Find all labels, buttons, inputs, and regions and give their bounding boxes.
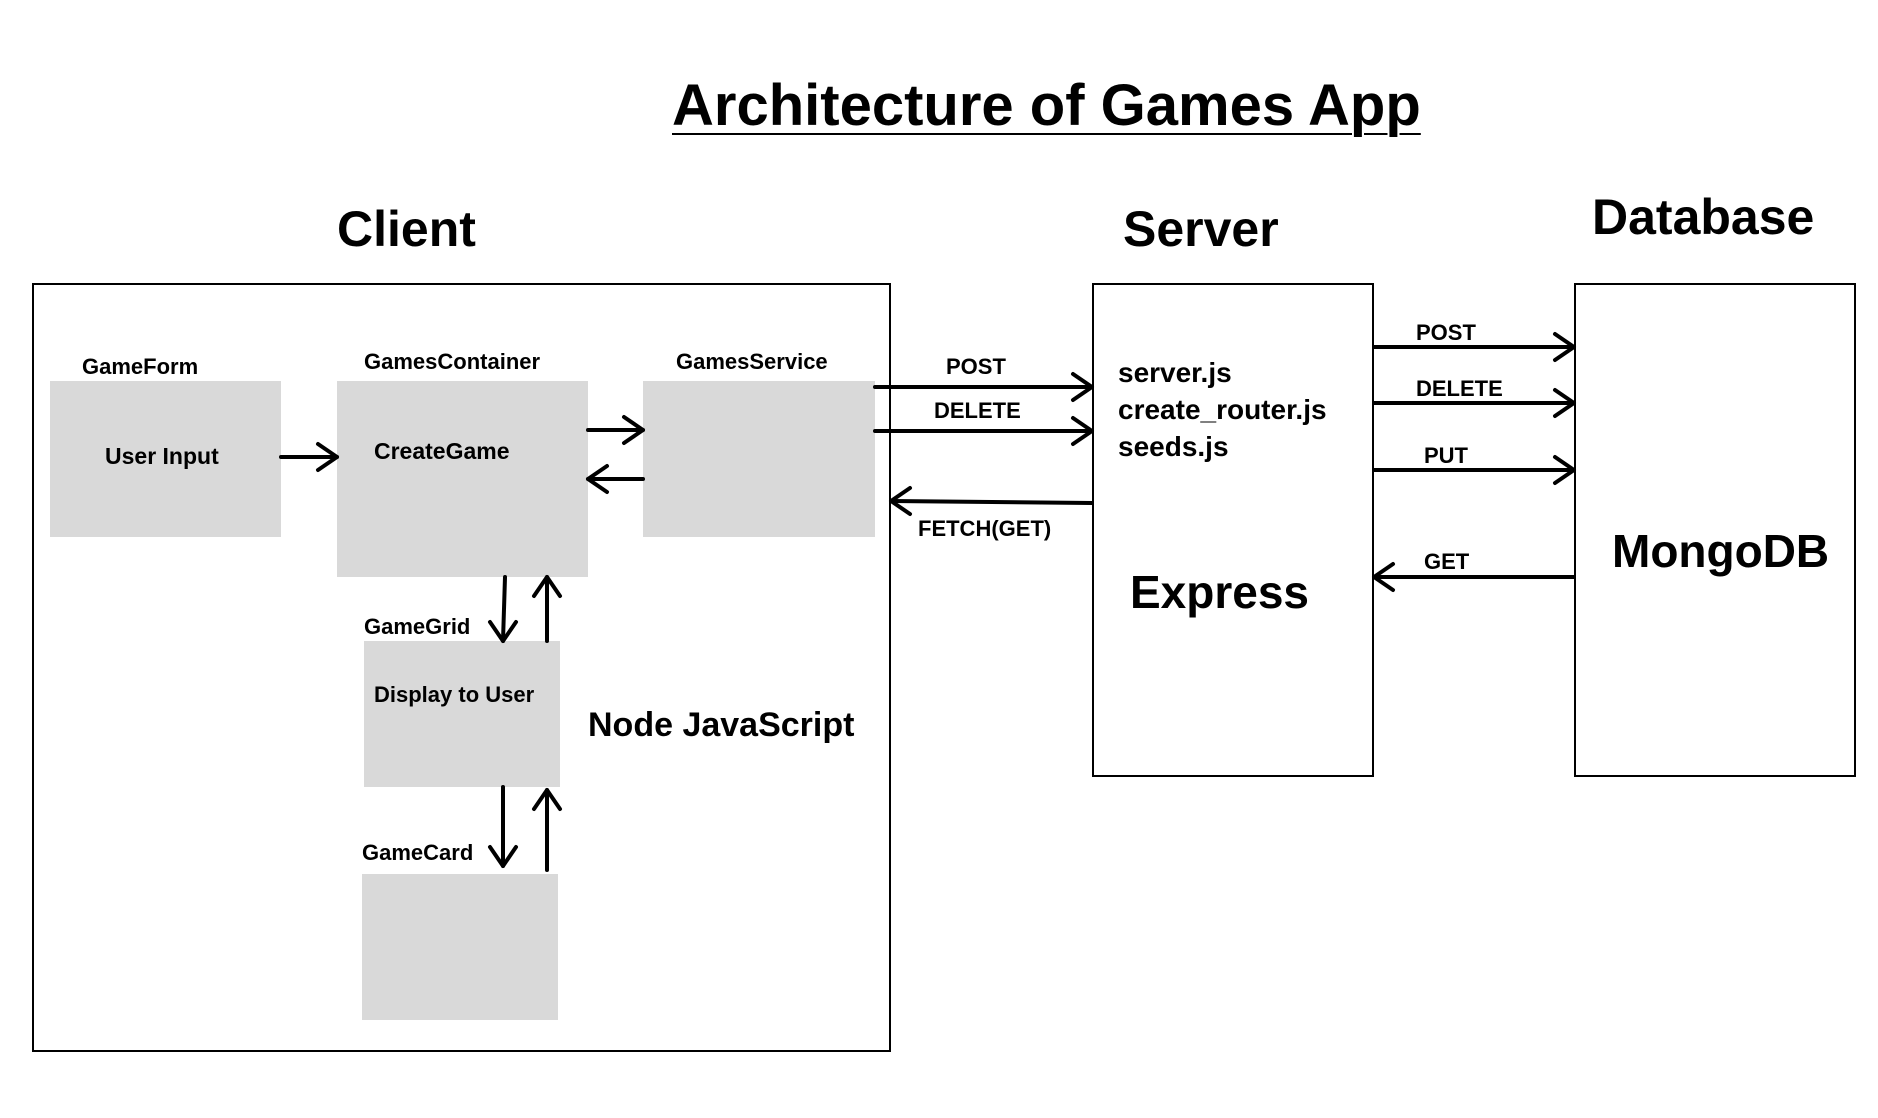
db-arrow-label-delete: DELETE [1416,376,1503,401]
game-form-label: GameForm [82,354,199,379]
client-frame [32,283,891,1052]
server-frame [1092,283,1374,777]
arrow-put-to-db [1372,455,1576,485]
arrow-container-to-service [586,415,645,445]
arrow-get-to-server [1372,562,1576,592]
arrow-grid-to-container [532,575,562,643]
arrow-post-to-db [1372,332,1576,362]
games-service-label: GamesService [676,349,828,374]
server-heading: Server [1123,201,1279,257]
runtime-label: Node JavaScript [588,706,855,744]
game-form-content: User Input [105,443,219,469]
game-card-box [362,874,558,1020]
arrow-card-to-grid [532,788,562,872]
arrow-fetch-to-client [889,486,1094,516]
games-service-box [643,381,875,537]
game-grid-content: Display to User [374,682,535,707]
arrow-service-to-container [586,464,645,494]
server-file-3: seeds.js [1118,431,1229,462]
arrow-post-to-server [873,372,1094,402]
database-frame [1574,283,1856,777]
arrow-grid-to-card [488,785,518,868]
games-container-box [337,381,588,577]
arrow-label-fetch: FETCH(GET) [918,516,1052,541]
db-arrow-label-post: POST [1416,320,1476,345]
game-grid-box [364,641,560,787]
database-name: MongoDB [1612,525,1830,577]
db-arrow-label-get: GET [1424,549,1470,574]
db-arrow-label-put: PUT [1424,443,1468,468]
games-container-label: GamesContainer [364,349,541,374]
arrow-label-delete: DELETE [934,398,1021,423]
arrow-delete-to-server [873,416,1094,446]
arrow-form-to-container [279,442,339,472]
game-grid-label: GameGrid [364,614,471,639]
game-card-label: GameCard [362,840,474,865]
client-heading: Client [337,201,476,257]
server-framework: Express [1130,566,1310,618]
arrow-delete-to-db [1372,388,1576,418]
diagram-title: Architecture of Games App [672,73,1421,138]
game-form-box [50,381,281,537]
server-file-1: server.js [1118,357,1232,388]
arrow-container-to-grid [488,575,518,643]
database-heading: Database [1592,189,1815,245]
games-container-content: CreateGame [374,438,510,464]
server-file-2: create_router.js [1118,394,1327,425]
arrow-label-post: POST [946,354,1006,379]
